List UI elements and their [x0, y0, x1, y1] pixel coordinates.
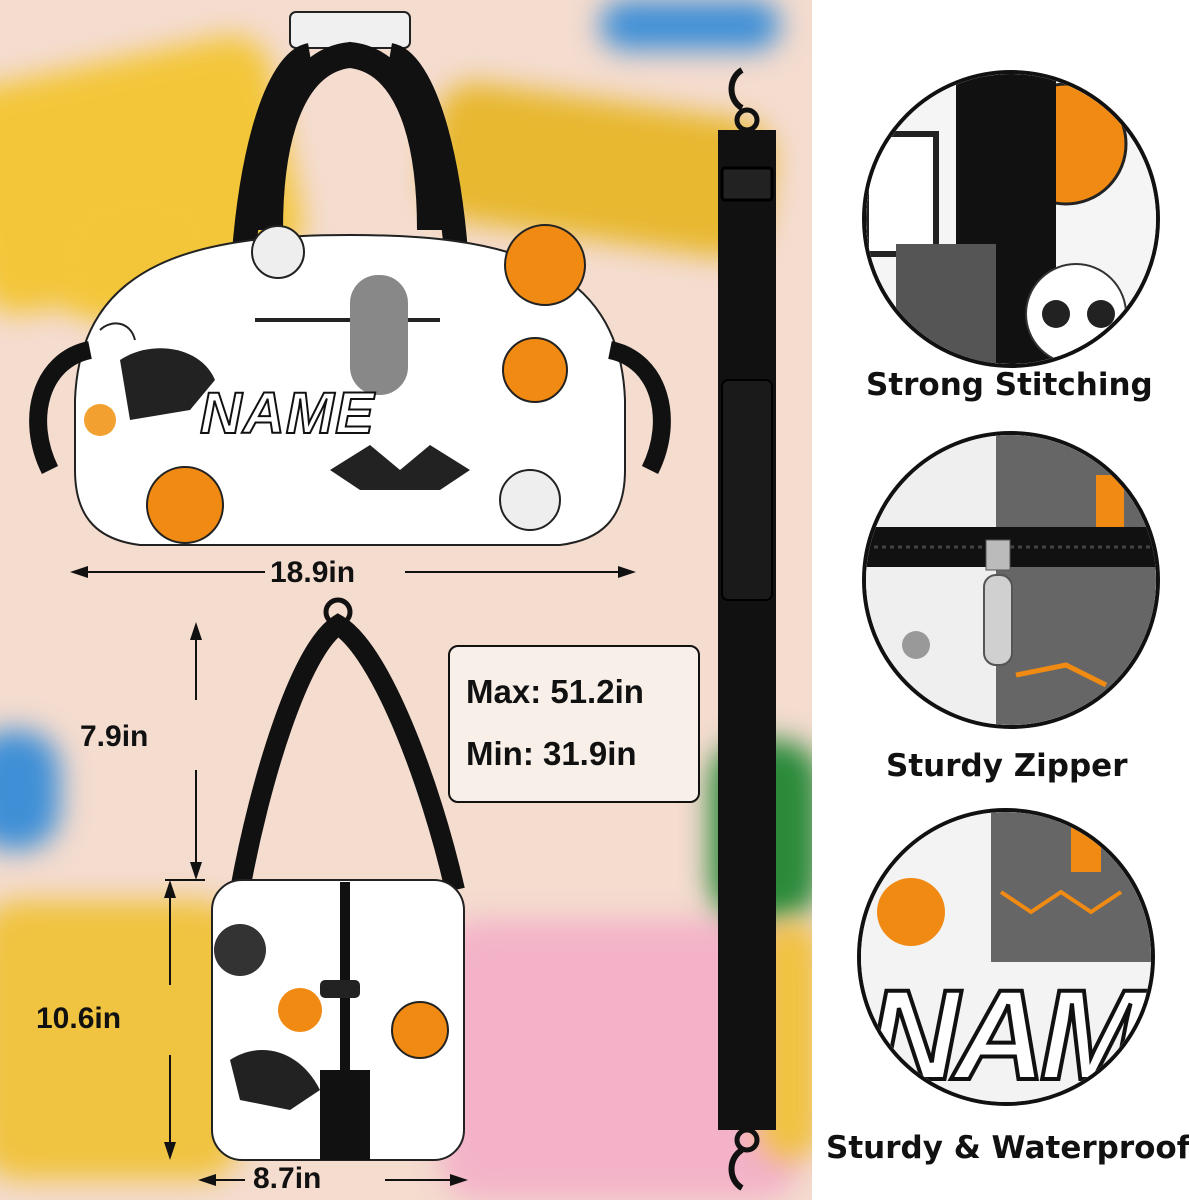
- detail-stitching: [862, 70, 1160, 368]
- detail-waterproof: NAM: [857, 808, 1155, 1106]
- bg-blue-blob: [0, 730, 60, 850]
- dim-depth: 8.7in: [253, 1162, 322, 1195]
- feature-label-waterproof: Sturdy & Waterproof: [826, 1130, 1189, 1166]
- detail-zipper: [862, 431, 1160, 729]
- pumpkin-icon: [391, 1001, 449, 1059]
- bg-blue-top: [600, 0, 780, 50]
- zipper-icon: [983, 574, 1013, 666]
- pumpkin-icon: [84, 404, 116, 436]
- feature-label-zipper: Sturdy Zipper: [886, 748, 1128, 784]
- pumpkin-icon: [502, 337, 568, 403]
- bag-handle-left: [257, 41, 443, 231]
- skull-icon: [499, 469, 561, 531]
- dim-width: 18.9in: [270, 556, 356, 589]
- crow-icon: [120, 348, 215, 420]
- pumpkin-icon: [146, 466, 224, 544]
- crow-icon: [230, 1050, 320, 1110]
- strap-min: Min: 31.9in: [466, 735, 637, 772]
- bag-body: [74, 233, 626, 546]
- skull-icon: [251, 225, 305, 279]
- side-strap-right: [607, 341, 671, 475]
- side-strap-left: [29, 341, 93, 475]
- pumpkin-icon: [278, 988, 322, 1032]
- skull-icon: [1025, 263, 1127, 364]
- clip-icon: [728, 1147, 744, 1191]
- strap-slider: [720, 166, 774, 202]
- tombstone-icon: [350, 275, 408, 395]
- pumpkin-icon: [214, 924, 266, 976]
- dim-drop: 7.9in: [80, 720, 149, 753]
- strap-length-box: Max: 51.2in Min: 31.9in: [448, 645, 700, 803]
- clip-icon: [320, 980, 360, 998]
- strap-body: [718, 130, 776, 1130]
- bottom-strap: [320, 1070, 370, 1160]
- handle-ring: [323, 597, 353, 627]
- detail-print-text: NAM: [865, 962, 1148, 1106]
- bat-icon: [330, 445, 470, 490]
- pumpkin-icon: [504, 224, 586, 306]
- bg-yellow-bottom: [0, 900, 240, 1180]
- strap-pad: [721, 379, 773, 601]
- bag-name-print: NAME: [199, 380, 375, 447]
- feature-label-stitching: Strong Stitching: [866, 367, 1153, 403]
- clip-icon: [728, 67, 744, 111]
- dim-height: 10.6in: [36, 1002, 122, 1035]
- strap-max: Max: 51.2in: [466, 673, 644, 710]
- pumpkin-icon: [877, 878, 945, 946]
